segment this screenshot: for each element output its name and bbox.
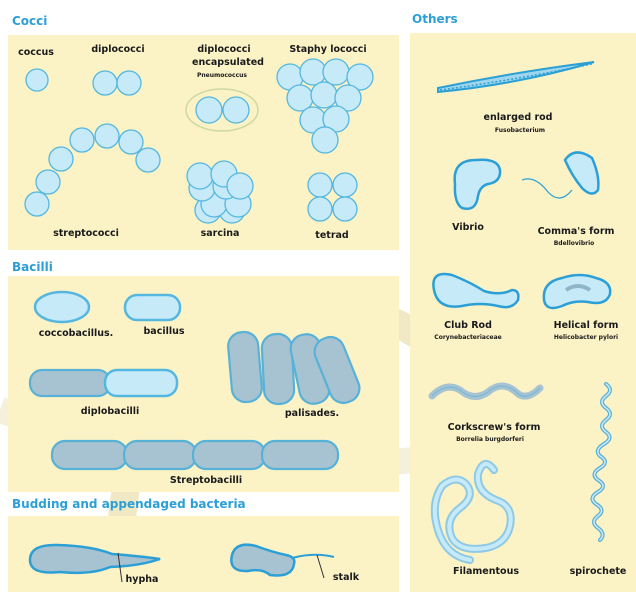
staphylococci-shape	[277, 59, 373, 153]
label-filamentous: Filamentous	[453, 566, 519, 577]
spirochete-shape	[592, 384, 610, 540]
label-streptobacilli: Streptobacilli	[170, 475, 242, 486]
label-corkscrews-form: Corkscrew's form	[448, 422, 541, 433]
label-diplococci-encapsulated-2: encapsulated	[192, 57, 264, 68]
corkscrews-form-shape	[432, 386, 540, 397]
diplobacilli-shape	[30, 370, 177, 396]
streptobacilli-shape	[52, 441, 338, 469]
label-fusobacterium: Fusobacterium	[495, 127, 545, 134]
streptococci-shape	[25, 124, 160, 216]
label-tetrad: tetrad	[315, 230, 348, 241]
label-corynebacteriaceae: Corynebacteriaceae	[434, 334, 501, 341]
bacillus-shape	[125, 295, 180, 320]
helical-form-shape	[544, 275, 610, 308]
label-sarcina: sarcina	[201, 228, 240, 239]
label-diplococci-encapsulated: diplococci	[197, 44, 250, 55]
label-bdellovibrio: Bdellovibrio	[554, 240, 595, 247]
label-coccobacillus: coccobacillus.	[39, 328, 114, 339]
label-coccus: coccus	[18, 47, 54, 58]
tetrad-shape	[308, 173, 357, 221]
label-hypha: hypha	[126, 574, 159, 585]
label-pneumococcus: Pneumococcus	[197, 72, 247, 79]
filamentous-shape	[435, 464, 511, 560]
club-rod-shape	[433, 274, 518, 307]
label-bacillus: bacillus	[143, 326, 184, 337]
coccobacillus-shape	[35, 292, 89, 322]
vibrio-shape	[455, 160, 500, 209]
label-enlarged-rod: enlarged rod	[484, 112, 553, 123]
label-commas-form: Comma's form	[538, 226, 615, 237]
sarcina-shape	[187, 161, 253, 223]
label-spirochete: spirochete	[570, 566, 627, 577]
diplococci-shape	[93, 71, 141, 95]
label-helicobacter: Helicobacter pylori	[554, 334, 618, 341]
coccus-shape	[26, 69, 48, 91]
label-borrelia: Borrelia burgdorferi	[456, 436, 524, 443]
commas-form-shape	[522, 152, 598, 198]
label-streptococci: streptococci	[53, 228, 119, 239]
label-palisades: palisades.	[285, 408, 339, 419]
label-club-rod: Club Rod	[444, 320, 492, 331]
palisades-shape	[227, 331, 364, 407]
label-helical-form: Helical form	[554, 320, 619, 331]
label-staphylococci: Staphy lococci	[289, 44, 366, 55]
stalk-shape	[231, 545, 334, 578]
label-vibrio: Vibrio	[452, 222, 484, 233]
label-diplococci: diplococci	[91, 44, 144, 55]
label-stalk: stalk	[333, 572, 359, 583]
label-diplobacilli: diplobacilli	[81, 406, 140, 417]
diplococci-encapsulated-shape	[186, 89, 258, 131]
enlarged-rod-shape	[438, 62, 594, 92]
